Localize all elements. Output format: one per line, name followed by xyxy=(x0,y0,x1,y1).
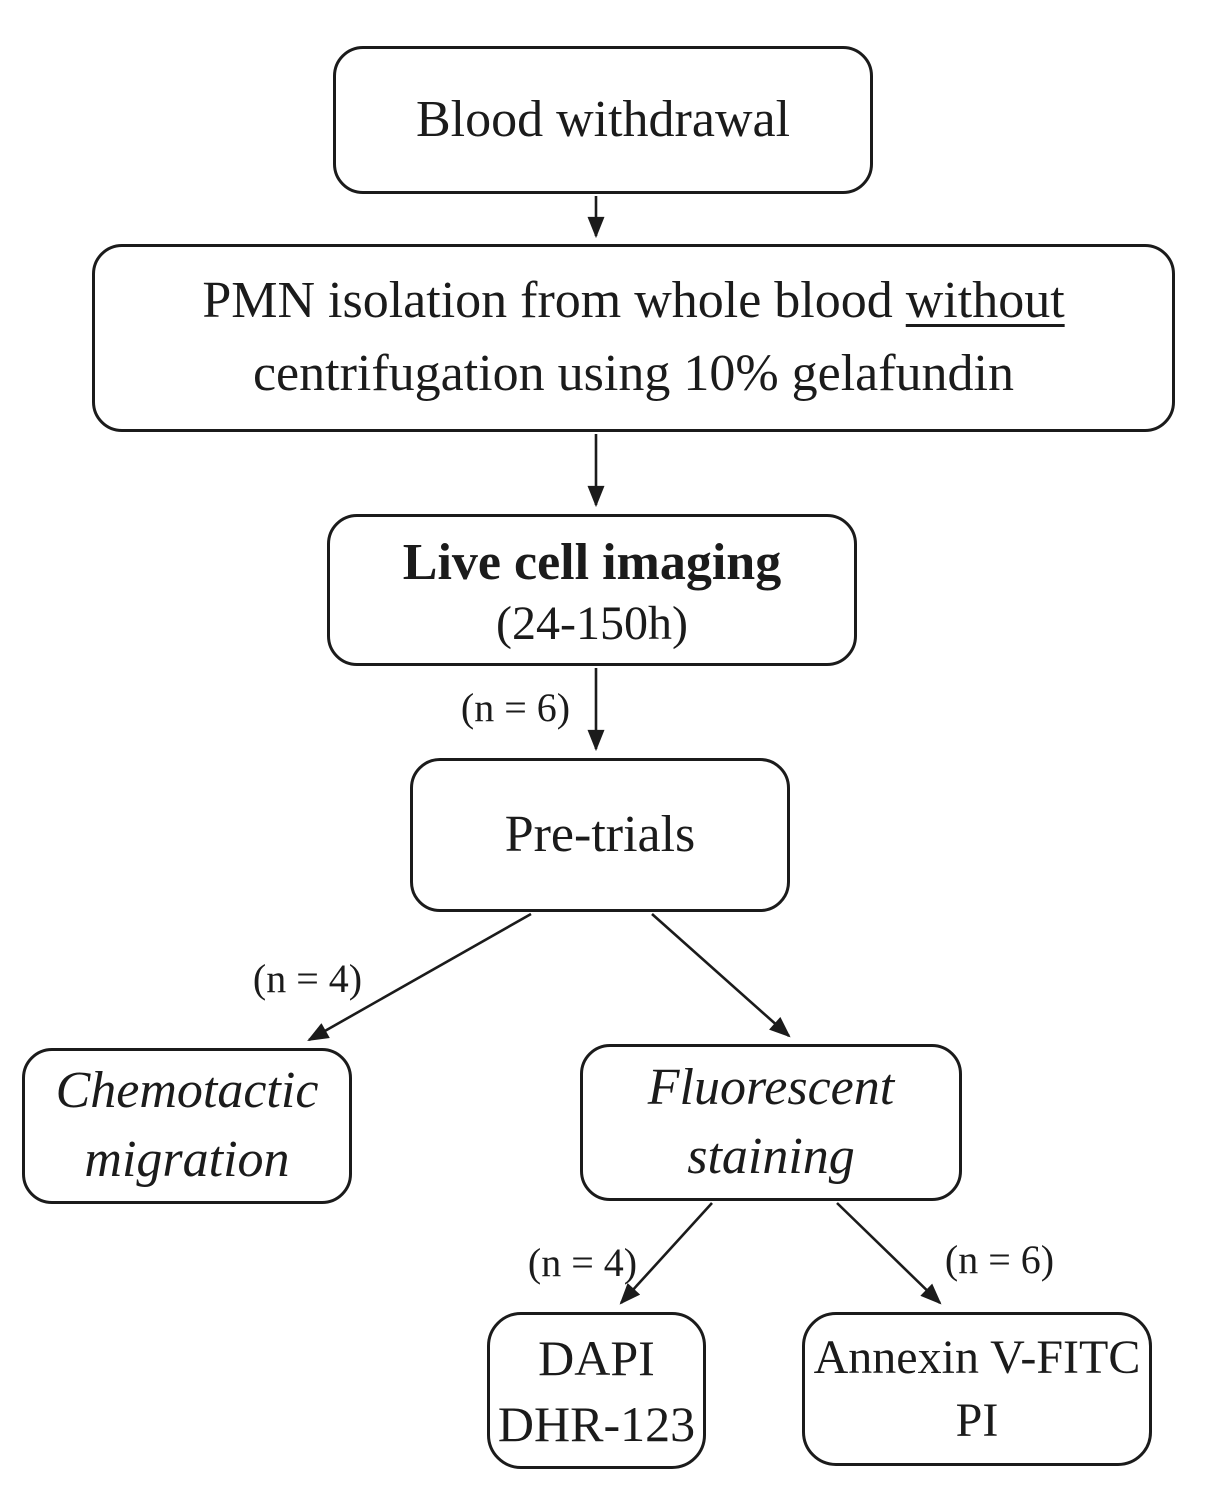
node-blood-withdrawal-label: Blood withdrawal xyxy=(415,90,791,148)
node-pmn-isolation-line1: PMN isolation from whole blood without xyxy=(202,265,1064,338)
node-pmn-isolation-line1-text: PMN isolation from whole blood xyxy=(202,272,906,330)
node-annexin-v-fitc-pi: Annexin V-FITC PI xyxy=(802,1312,1152,1466)
node-pmn-isolation: PMN isolation from whole blood without c… xyxy=(92,244,1175,432)
node-pre-trials-label: Pre-trials xyxy=(504,805,696,863)
node-chemotactic-migration-line2: migration xyxy=(84,1131,290,1188)
node-annexin-v-fitc-pi-line2: PI xyxy=(955,1394,999,1447)
node-fluorescent-staining: Fluorescent staining xyxy=(580,1044,962,1201)
node-pmn-isolation-underlined-word: without xyxy=(905,272,1065,330)
node-dapi-dhr123-line2: DHR-123 xyxy=(497,1395,696,1452)
node-chemotactic-migration: Chemotactic migration xyxy=(22,1048,352,1204)
node-pre-trials: Pre-trials xyxy=(410,758,790,912)
edge-label-fluorescent-to-dapi: (n = 4) xyxy=(527,1240,638,1285)
edge-label-pretrials-to-chemotactic: (n = 4) xyxy=(252,956,363,1001)
node-dapi-dhr123-line1: DAPI xyxy=(538,1329,655,1386)
node-blood-withdrawal: Blood withdrawal xyxy=(333,46,873,194)
node-dapi-dhr123: DAPI DHR-123 xyxy=(487,1312,706,1469)
node-fluorescent-staining-line1: Fluorescent xyxy=(647,1058,895,1116)
node-pmn-isolation-line2: centrifugation using 10% gelafundin xyxy=(252,345,1015,402)
node-annexin-v-fitc-pi-line1: Annexin V-FITC xyxy=(813,1330,1141,1384)
node-live-cell-imaging-title: Live cell imaging xyxy=(402,534,782,592)
edge-label-fluorescent-to-annexin: (n = 6) xyxy=(944,1237,1055,1282)
node-live-cell-imaging: Live cell imaging (24-150h) xyxy=(327,514,857,666)
node-chemotactic-migration-line1: Chemotactic xyxy=(55,1062,319,1120)
edge-label-imaging-to-pretrials: (n = 6) xyxy=(460,685,571,730)
node-live-cell-imaging-subtitle: (24-150h) xyxy=(496,596,688,650)
arrow-pretrials-to-fluorescent xyxy=(651,913,791,1038)
node-fluorescent-staining-line2: staining xyxy=(687,1127,855,1185)
